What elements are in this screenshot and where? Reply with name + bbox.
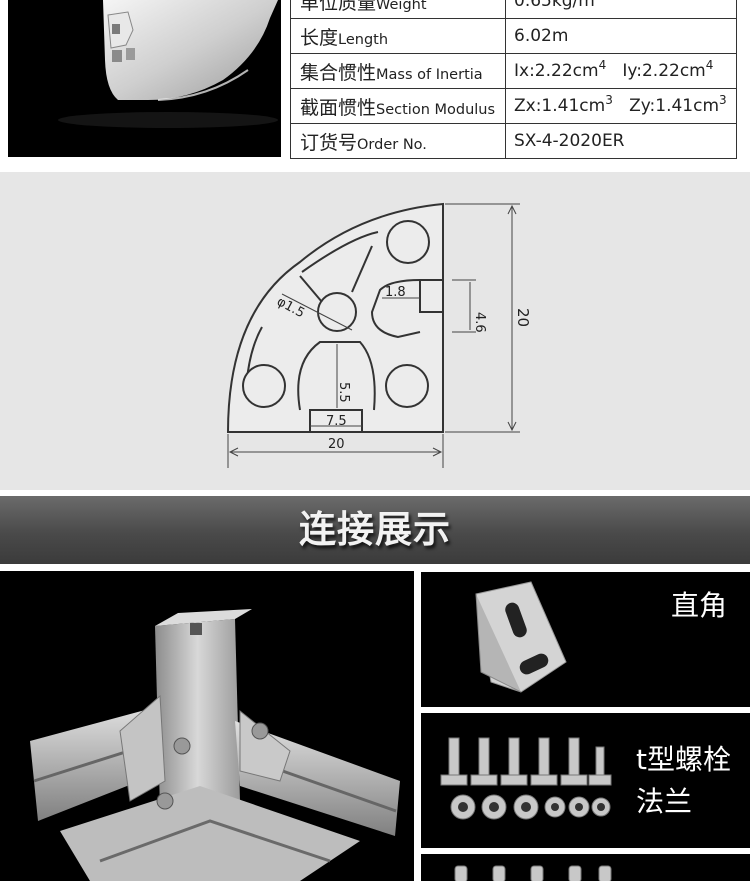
dim-height: 20 (514, 308, 532, 327)
spec-value: SX-4-2020ER (505, 123, 737, 159)
corner-assembly-illustration (30, 609, 400, 881)
value-a: Zx:1.41cm (514, 96, 606, 116)
spec-value: Zx:1.41cm3 Zy:1.41cm3 (505, 88, 737, 124)
sup-b: 3 (719, 93, 727, 107)
connection-photo (0, 571, 414, 881)
value-a: Ix:2.22cm (514, 61, 599, 81)
spec-label: 长度Length (290, 18, 506, 54)
spec-value: 6.02m (505, 18, 737, 54)
technical-drawing: 1.8 4.6 20 φ1.5 5.5 7.5 20 (0, 172, 750, 490)
spec-value: Ix:2.22cm4 Iy:2.22cm4 (505, 53, 737, 89)
sup-a: 3 (605, 93, 613, 107)
label-en: Section Modulus (376, 101, 496, 118)
spec-table: 单位质量Weight 0.65kg/m 长度Length 6.02m 集合惯性M… (290, 0, 737, 159)
label-en: Mass of Inertia (376, 66, 483, 83)
label-cn: 长度 (300, 26, 339, 49)
label-en: Weight (376, 0, 427, 13)
section-banner: 连接展示 (0, 496, 750, 564)
spec-value: 0.65kg/m (505, 0, 737, 19)
value-b: Iy:2.22cm (622, 61, 706, 81)
angle-bracket-icon (475, 581, 567, 693)
spec-section: 单位质量Weight 0.65kg/m 长度Length 6.02m 集合惯性M… (0, 0, 750, 165)
dim-slot-depth: 4.6 (472, 312, 487, 333)
tile-label: 直角 (671, 589, 728, 622)
spec-label: 集合惯性Mass of Inertia (290, 53, 506, 89)
dim-center-depth: 5.5 (336, 382, 351, 403)
label-cn: 单位质量 (300, 0, 377, 14)
table-row: 集合惯性Mass of Inertia Ix:2.22cm4 Iy:2.22cm… (290, 53, 737, 89)
dim-bottom-slot: 7.5 (326, 414, 347, 429)
banner-title: 连接展示 (299, 508, 451, 551)
gallery-tile-bolts (421, 854, 750, 881)
dim-slot-width: 1.8 (385, 285, 406, 300)
label-cn: 集合惯性 (300, 61, 377, 84)
profile-photo (8, 0, 281, 157)
tile-label: t型螺栓 法兰 (636, 743, 731, 818)
label-cn: 订货号 (300, 131, 358, 154)
t-bolt-set-icon (440, 737, 612, 820)
spec-label: 订货号Order No. (290, 123, 506, 159)
table-row: 截面惯性Section Modulus Zx:1.41cm3 Zy:1.41cm… (290, 88, 737, 124)
spec-label: 截面惯性Section Modulus (290, 88, 506, 124)
bolt-row-icon (454, 865, 612, 881)
sup-a: 4 (598, 58, 607, 72)
profile-cross-section: 1.8 4.6 20 φ1.5 5.5 7.5 20 (226, 202, 532, 468)
dim-width: 20 (328, 437, 345, 452)
label-en: Length (338, 31, 389, 48)
table-row: 单位质量Weight 0.65kg/m (290, 0, 737, 19)
spec-label: 单位质量Weight (290, 0, 506, 19)
label-en: Order No. (357, 136, 427, 153)
table-row: 长度Length 6.02m (290, 18, 737, 54)
profile-illustration (58, 0, 278, 128)
gallery-tile-t-bolt: t型螺栓 法兰 (421, 713, 750, 848)
gallery-tile-right-angle: 直角 (421, 572, 750, 707)
label-cn: 截面惯性 (300, 96, 377, 119)
value-b: Zy:1.41cm (629, 96, 720, 116)
sup-b: 4 (705, 58, 714, 72)
table-row: 订货号Order No. SX-4-2020ER (290, 123, 737, 159)
